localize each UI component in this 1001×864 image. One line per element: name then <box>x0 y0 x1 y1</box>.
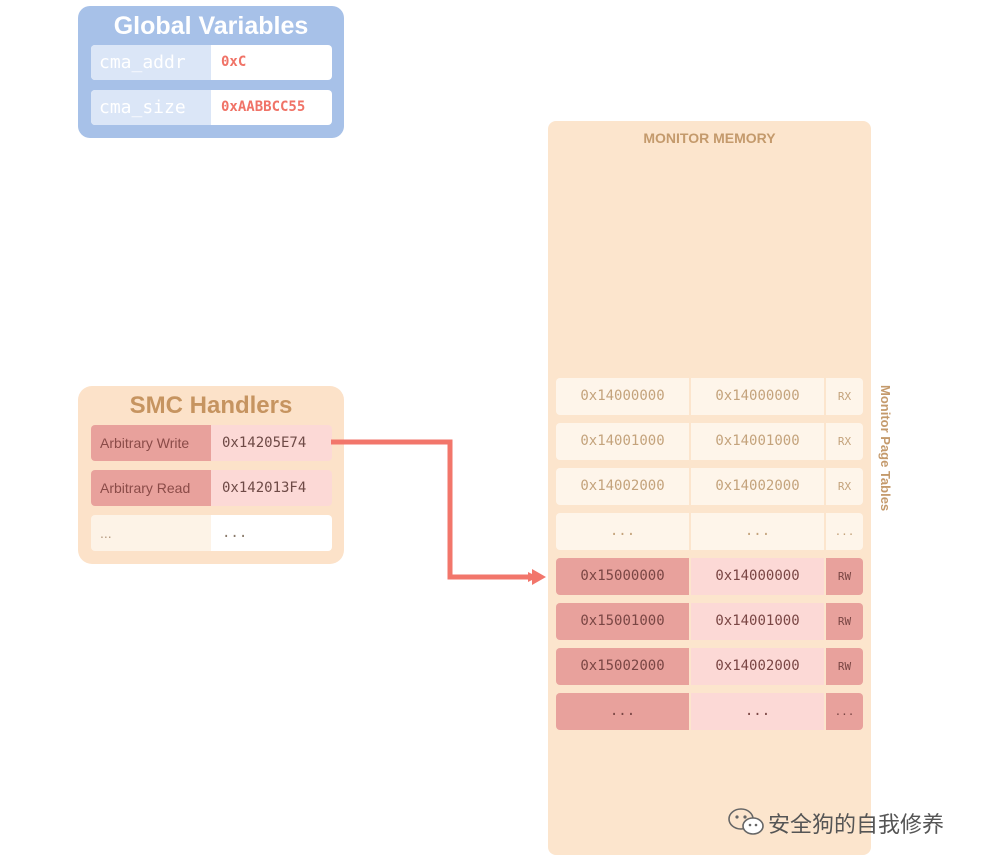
variable-value: 0xAABBCC55 <box>221 99 306 115</box>
page-table-entry: ... ... ... <box>556 693 863 730</box>
virtual-address: 0x15001000 <box>556 603 689 640</box>
virtual-address: 0x14001000 <box>556 423 689 460</box>
page-table-entry: 0x15001000 0x14001000 RW <box>556 603 863 640</box>
page-table-entry: 0x14000000 0x14000000 RX <box>556 378 863 415</box>
smc-handlers-panel: SMC Handlers Arbitrary Write 0x14205E74 … <box>78 386 344 564</box>
physical-address: 0x14000000 <box>691 378 824 415</box>
variable-name: cma_size <box>91 90 211 125</box>
permission: RW <box>826 558 863 595</box>
virtual-address: 0x15002000 <box>556 648 689 685</box>
physical-address: ... <box>691 693 824 730</box>
permission: RW <box>826 648 863 685</box>
arrow-head <box>532 569 546 585</box>
global-variable-row: cma_size 0xAABBCC55 <box>91 90 332 125</box>
handler-name: Arbitrary Read <box>91 470 211 506</box>
variable-value: 0xC <box>221 54 247 70</box>
smc-handler-row: ... ... <box>91 515 332 551</box>
permission: RX <box>826 378 863 415</box>
virtual-address: 0x14002000 <box>556 468 689 505</box>
page-table-entry: 0x14002000 0x14002000 RX <box>556 468 863 505</box>
virtual-address: 0x14000000 <box>556 378 689 415</box>
global-variables-panel: Global Variables cma_addr 0xC cma_size 0… <box>78 6 344 138</box>
permission: RX <box>826 423 863 460</box>
monitor-memory-title: MONITOR MEMORY <box>643 130 776 146</box>
global-variables-title: Global Variables <box>113 12 309 40</box>
virtual-address: ... <box>556 693 689 730</box>
global-variable-row: cma_addr 0xC <box>91 45 332 80</box>
page-tables-label: Monitor Page Tables <box>872 385 902 545</box>
handler-name: Arbitrary Write <box>91 425 211 461</box>
handler-address: ... <box>211 515 332 551</box>
page-table-entry: 0x14001000 0x14001000 RX <box>556 423 863 460</box>
page-table-entry: 0x15000000 0x14000000 RW <box>556 558 863 595</box>
watermark-text: 安全狗的自我修养 <box>768 813 945 838</box>
permission: RW <box>826 603 863 640</box>
handler-name: ... <box>91 515 211 551</box>
physical-address: 0x14002000 <box>691 468 824 505</box>
physical-address: 0x14002000 <box>691 648 824 685</box>
handler-address: 0x14205E74 <box>211 425 332 461</box>
monitor-memory-panel: MONITOR MEMORY 0x14000000 0x14000000 RX … <box>548 121 871 855</box>
physical-address: 0x14001000 <box>691 603 824 640</box>
variable-name: cma_addr <box>91 45 211 80</box>
smc-handler-row: Arbitrary Read 0x142013F4 <box>91 470 332 506</box>
physical-address: ... <box>691 513 824 550</box>
page-table-entry: 0x15002000 0x14002000 RW <box>556 648 863 685</box>
physical-address: 0x14000000 <box>691 558 824 595</box>
virtual-address: 0x15000000 <box>556 558 689 595</box>
physical-address: 0x14001000 <box>691 423 824 460</box>
arrow-line <box>331 439 538 582</box>
smc-handler-row: Arbitrary Write 0x14205E74 <box>91 425 332 461</box>
permission: ... <box>826 693 863 730</box>
permission: RX <box>826 468 863 505</box>
page-table-entry: ... ... ... <box>556 513 863 550</box>
smc-handlers-title: SMC Handlers <box>129 392 293 419</box>
handler-address: 0x142013F4 <box>211 470 332 506</box>
page-tables-label-text: Monitor Page Tables <box>878 385 893 512</box>
virtual-address: ... <box>556 513 689 550</box>
wechat-icon <box>728 808 764 835</box>
permission: ... <box>826 513 863 550</box>
